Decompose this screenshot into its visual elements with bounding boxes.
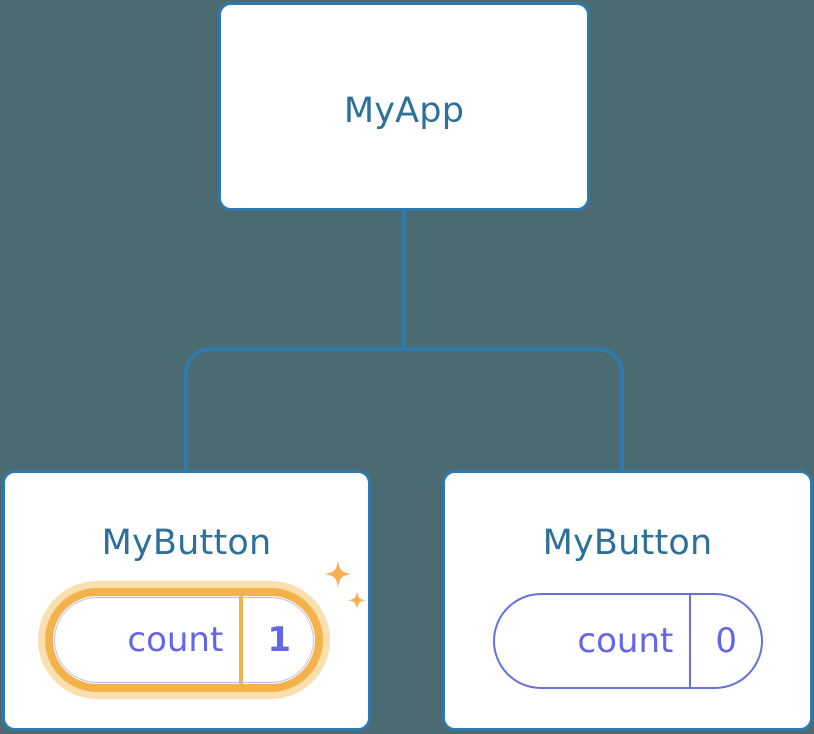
card-myapp[interactable]: MyApp <box>218 2 590 211</box>
state-value-label: 1 <box>239 596 315 684</box>
state-key-label: count <box>127 620 224 660</box>
card-title: MyApp <box>343 91 465 131</box>
card-title: MyButton <box>542 523 713 563</box>
card-title: MyButton <box>101 523 272 563</box>
connector-branch <box>184 347 624 470</box>
state-pill[interactable]: count 1 <box>45 588 323 692</box>
state-key-label: count <box>577 621 674 661</box>
state-value-label: 0 <box>689 595 761 687</box>
state-pill-plain[interactable]: count 0 <box>492 592 764 690</box>
highlight-glow-ring <box>38 581 330 699</box>
state-pill[interactable]: count 0 <box>493 593 763 689</box>
state-pill-highlighted[interactable]: count 1 <box>28 572 340 708</box>
